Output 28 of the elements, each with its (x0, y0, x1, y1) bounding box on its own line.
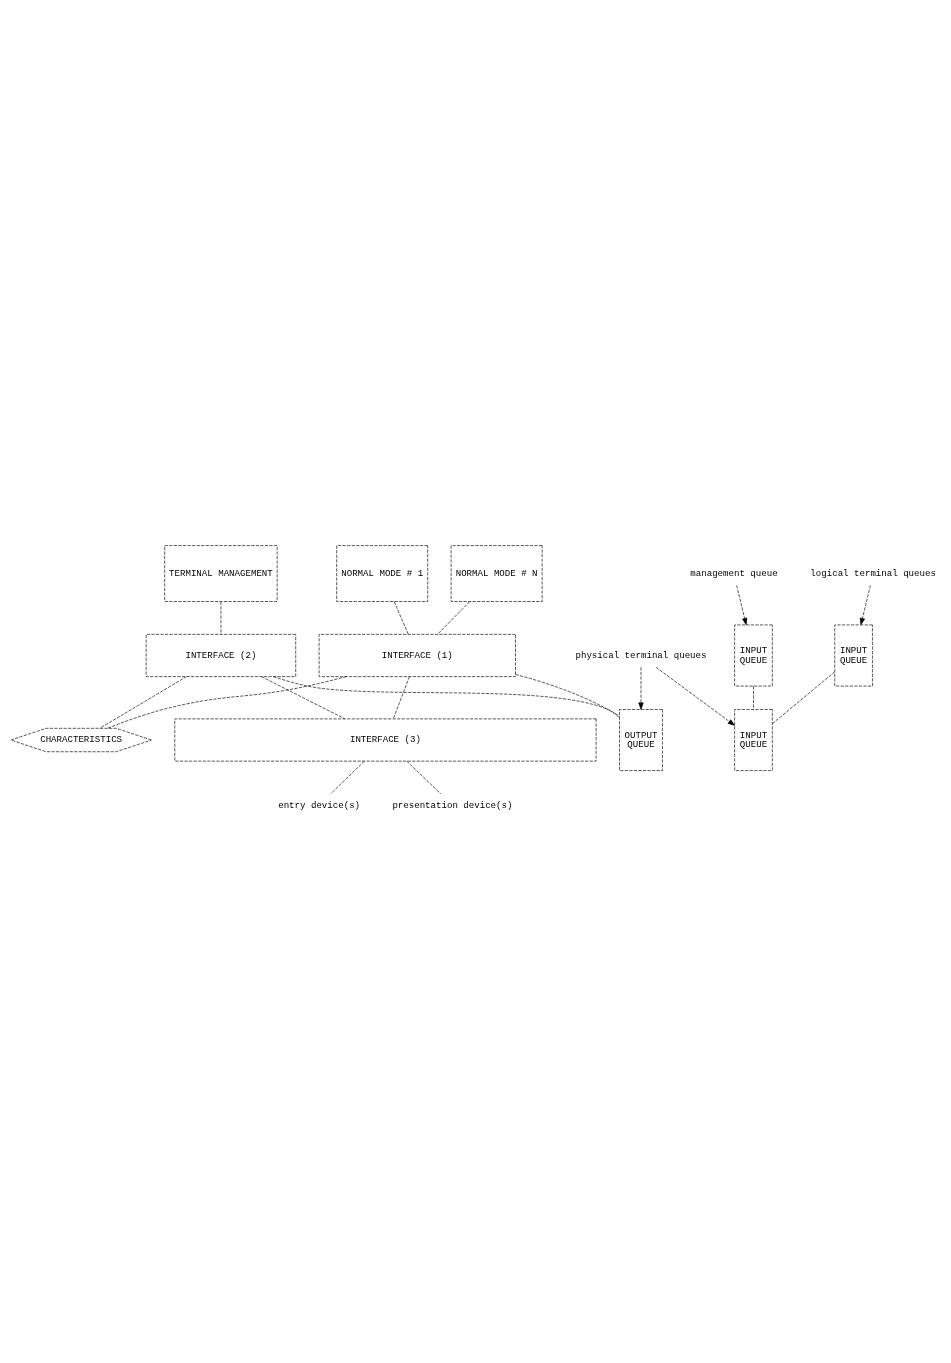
node-box: TERMINAL MANAGEMENT (164, 545, 278, 602)
node-text: physical terminal queues (575, 649, 707, 661)
node-text: logical terminal queues (810, 567, 936, 579)
node-box: INTERFACE (3) (174, 718, 597, 762)
node-box: INTERFACE (1) (318, 634, 516, 677)
connector (515, 674, 620, 718)
arrow (859, 585, 871, 626)
connector (772, 671, 835, 724)
node-text: management queue (690, 567, 778, 579)
node-box: INPUT QUEUE (734, 709, 773, 771)
node-box: INPUT QUEUE (734, 624, 773, 687)
connector (220, 601, 222, 635)
node-box: NORMAL MODE # 1 (336, 545, 429, 602)
node-text: entry device(s) (278, 800, 361, 812)
arrow (655, 667, 735, 726)
node-box: NORMAL MODE # N (450, 545, 543, 602)
node-text: presentation device(s) (392, 800, 513, 812)
arrow (736, 585, 748, 626)
connector (393, 676, 410, 720)
node-box: INPUT QUEUE (834, 624, 873, 687)
connector (753, 685, 754, 710)
arrow (638, 667, 644, 710)
node-box: INTERFACE (2) (145, 634, 297, 677)
connector (261, 676, 345, 720)
connector (273, 676, 620, 717)
node-box: OUTPUT QUEUE (619, 709, 663, 771)
connector (107, 676, 347, 729)
connector (437, 601, 470, 635)
